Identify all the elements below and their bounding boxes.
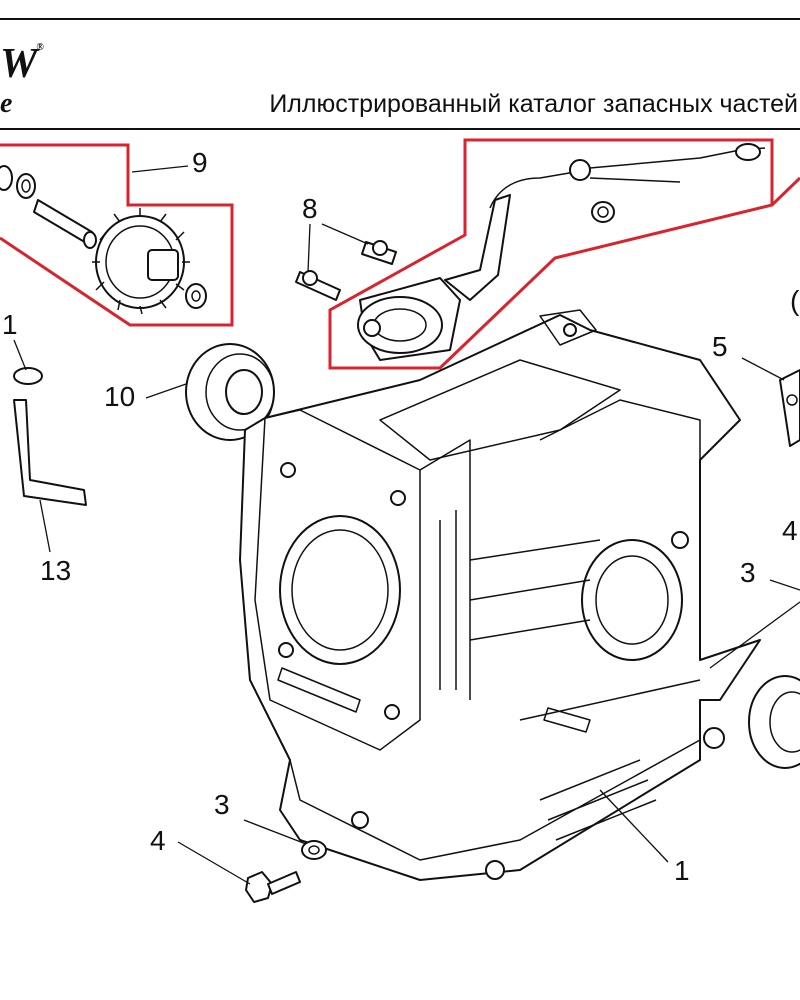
page-title: Иллюстрированный каталог запасных частей (269, 90, 798, 118)
callout-8: 8 (302, 193, 318, 224)
callout-9: 9 (192, 147, 208, 178)
bolt-4-washer-3 (245, 840, 327, 903)
oil-tube-13 (13, 367, 87, 506)
highlight-frame-breather (328, 138, 800, 370)
header-top-rule (0, 18, 800, 20)
callout-4-right: 4 (782, 515, 798, 546)
bracket-5 (779, 369, 800, 447)
callout-5: 5 (712, 331, 728, 362)
callout-3-right: 3 (740, 557, 756, 588)
callout-3-bottom: 3 (214, 789, 230, 820)
highlight-frame-governor (0, 143, 234, 327)
brand-logo-subtitle: e (0, 88, 13, 119)
callout-1-bottom: 1 (674, 855, 690, 886)
brand-logo: W® (0, 41, 44, 87)
callout-10: 10 (104, 381, 135, 412)
callout-13: 13 (40, 555, 71, 586)
header-bottom-rule (0, 128, 800, 130)
callout-11: 1 (2, 309, 18, 340)
oil-seal-right (748, 675, 800, 769)
callout-4-bottom: 4 (150, 825, 166, 856)
governor-gear-assembly (0, 165, 207, 315)
crankcase-block (239, 309, 761, 881)
breather-assembly (295, 143, 766, 361)
bearing-10 (185, 343, 275, 441)
callout-right-partial: ( (790, 285, 800, 316)
catalog-header: W® e Иллюстрированный каталог запасных ч… (0, 0, 800, 132)
leader-lines (13, 165, 800, 885)
